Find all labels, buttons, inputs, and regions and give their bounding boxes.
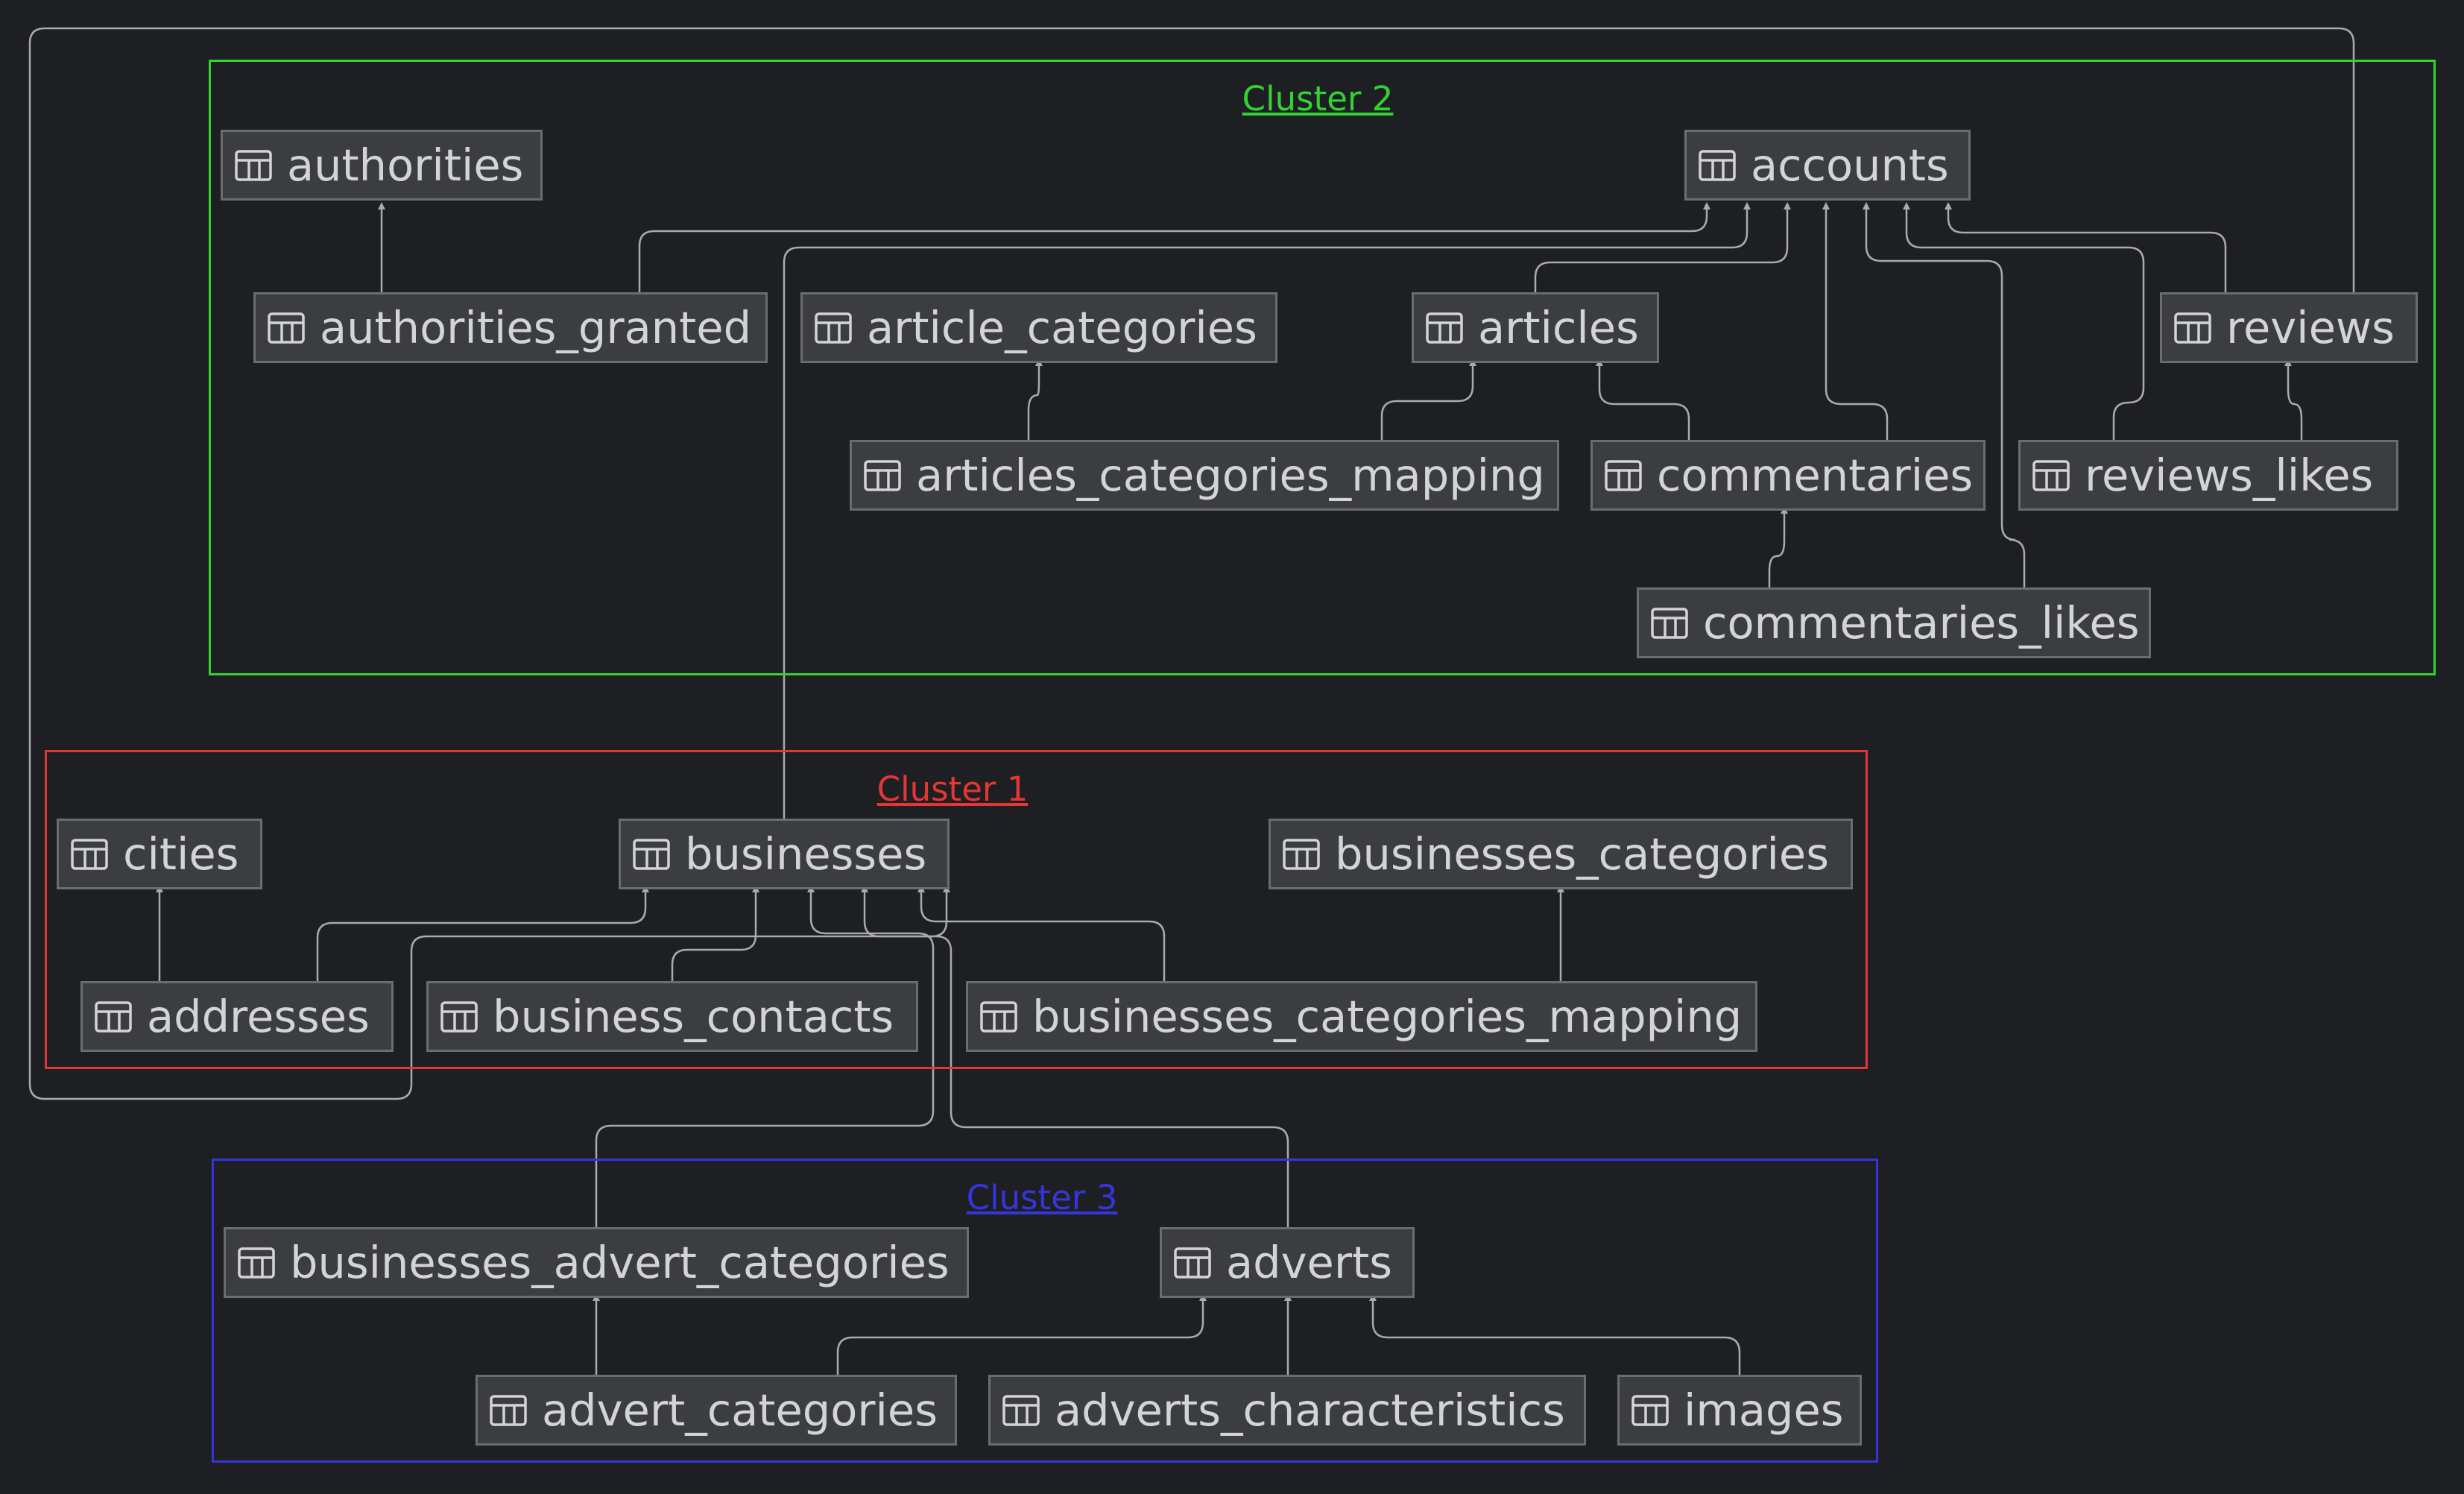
- table-icon: [1283, 838, 1335, 870]
- table-label: articles: [1478, 302, 1639, 353]
- table-node-businesses[interactable]: businesses: [619, 819, 950, 889]
- relation-edge-articles-to-accounts: [1534, 202, 1791, 292]
- table-node-articles[interactable]: articles: [1412, 292, 1659, 363]
- table-icon: [95, 1000, 147, 1033]
- table-icon: [2032, 459, 2085, 491]
- relation-edge-authorities-granted-to-accounts: [638, 202, 1710, 292]
- table-label: authorities_granted: [320, 302, 752, 353]
- relation-edge-reviews-to-accounts: [1945, 202, 2227, 292]
- table-label: addresses: [147, 991, 370, 1042]
- table-label: images: [1684, 1384, 1844, 1436]
- table-node-authorities-granted[interactable]: authorities_granted: [253, 292, 768, 363]
- table-icon: [1699, 149, 1751, 181]
- table-label: businesses_categories_mapping: [1032, 991, 1743, 1042]
- table-label: accounts: [1751, 139, 1949, 191]
- table-node-authorities[interactable]: authorities: [221, 130, 543, 201]
- table-node-business-contacts[interactable]: business_contacts: [426, 981, 918, 1052]
- table-icon: [1426, 312, 1478, 344]
- table-node-businesses-categories[interactable]: businesses_categories: [1269, 819, 1853, 889]
- relation-edge-businesses-categories-mapping-to-businesses: [917, 885, 1166, 981]
- table-label: reviews_likes: [2085, 450, 2374, 501]
- cluster-3-label: Cluster 3: [966, 1178, 1118, 1217]
- relation-edge-articles-categories-mapping-to-article-categories: [1027, 359, 1043, 440]
- cluster-1: [45, 750, 1868, 1069]
- table-label: authorities: [287, 139, 524, 191]
- table-label: business_contacts: [493, 991, 894, 1042]
- table-node-addresses[interactable]: addresses: [80, 981, 394, 1052]
- cluster-2-label: Cluster 2: [1242, 79, 1394, 119]
- cluster-1-label: Cluster 1: [876, 769, 1029, 809]
- table-icon: [1631, 1394, 1684, 1426]
- table-icon: [864, 459, 916, 491]
- relation-edge-advert-categories-to-adverts: [836, 1293, 1207, 1375]
- table-icon: [1174, 1246, 1226, 1279]
- table-icon: [2174, 312, 2226, 344]
- relation-edge-businesses-advert-categories-to-businesses: [595, 885, 935, 1227]
- relation-edge-commentaries-likes-to-accounts: [1863, 202, 2026, 587]
- table-icon: [71, 838, 123, 870]
- relation-edge-commentaries-likes-to-commentaries: [1768, 506, 1788, 587]
- cluster-2: [209, 60, 2436, 675]
- relation-edge-reviews-likes-to-accounts: [1903, 202, 2145, 440]
- table-node-commentaries[interactable]: commentaries: [1590, 440, 1986, 511]
- relation-edge-commentaries-to-accounts: [1822, 202, 1889, 440]
- table-node-images[interactable]: images: [1617, 1375, 1862, 1446]
- table-label: reviews: [2226, 302, 2395, 353]
- table-node-cities[interactable]: cities: [57, 819, 262, 889]
- relation-edge-business-contacts-to-businesses: [671, 885, 759, 981]
- relation-edge-reviews-likes-to-reviews: [2284, 359, 2303, 440]
- table-icon: [268, 312, 320, 344]
- table-node-commentaries-likes[interactable]: commentaries_likes: [1637, 587, 2151, 658]
- table-icon: [815, 312, 867, 344]
- table-node-articles-categories-mapping[interactable]: articles_categories_mapping: [850, 440, 1559, 511]
- relation-edge-adverts-to-businesses: [861, 885, 1289, 1227]
- table-label: adverts: [1226, 1237, 1392, 1288]
- table-label: commentaries_likes: [1703, 597, 2140, 649]
- table-label: cities: [123, 828, 239, 880]
- relation-edge-commentaries-to-articles: [1596, 359, 1690, 440]
- table-icon: [633, 838, 685, 870]
- table-node-businesses-categories-mapping[interactable]: businesses_categories_mapping: [966, 981, 1757, 1052]
- table-icon: [1605, 459, 1657, 491]
- table-icon: [235, 149, 287, 181]
- table-icon: [1002, 1394, 1055, 1426]
- table-node-reviews[interactable]: reviews: [2160, 292, 2418, 363]
- table-node-article-categories[interactable]: article_categories: [800, 292, 1277, 363]
- table-label: commentaries: [1657, 450, 1974, 501]
- table-icon: [980, 1000, 1032, 1033]
- table-icon: [1651, 607, 1703, 639]
- table-label: businesses: [685, 828, 927, 880]
- relation-edges: [28, 27, 2355, 1375]
- table-icon: [490, 1394, 542, 1426]
- table-label: advert_categories: [542, 1384, 938, 1436]
- relation-edge-businesses-to-accounts: [783, 202, 1751, 819]
- table-node-adverts-characteristics[interactable]: adverts_characteristics: [988, 1375, 1586, 1446]
- cluster-3: [212, 1159, 1878, 1463]
- table-label: articles_categories_mapping: [916, 450, 1545, 501]
- table-node-accounts[interactable]: accounts: [1684, 130, 1971, 201]
- table-icon: [238, 1246, 290, 1279]
- relation-edge-articles-categories-mapping-to-articles: [1380, 359, 1476, 440]
- table-node-reviews-likes[interactable]: reviews_likes: [2018, 440, 2398, 511]
- table-label: businesses_advert_categories: [290, 1237, 950, 1288]
- relation-edge-addresses-to-businesses: [316, 885, 649, 981]
- table-label: businesses_categories: [1335, 828, 1829, 880]
- table-label: adverts_characteristics: [1055, 1384, 1565, 1436]
- table-label: article_categories: [867, 302, 1257, 353]
- relation-edge-images-to-adverts: [1369, 1293, 1741, 1375]
- table-node-advert-categories[interactable]: advert_categories: [476, 1375, 957, 1446]
- table-node-businesses-advert-categories[interactable]: businesses_advert_categories: [224, 1227, 969, 1298]
- relation-edge-reviews-to-businesses: [28, 27, 2355, 1100]
- table-icon: [440, 1000, 493, 1033]
- table-node-adverts[interactable]: adverts: [1160, 1227, 1415, 1298]
